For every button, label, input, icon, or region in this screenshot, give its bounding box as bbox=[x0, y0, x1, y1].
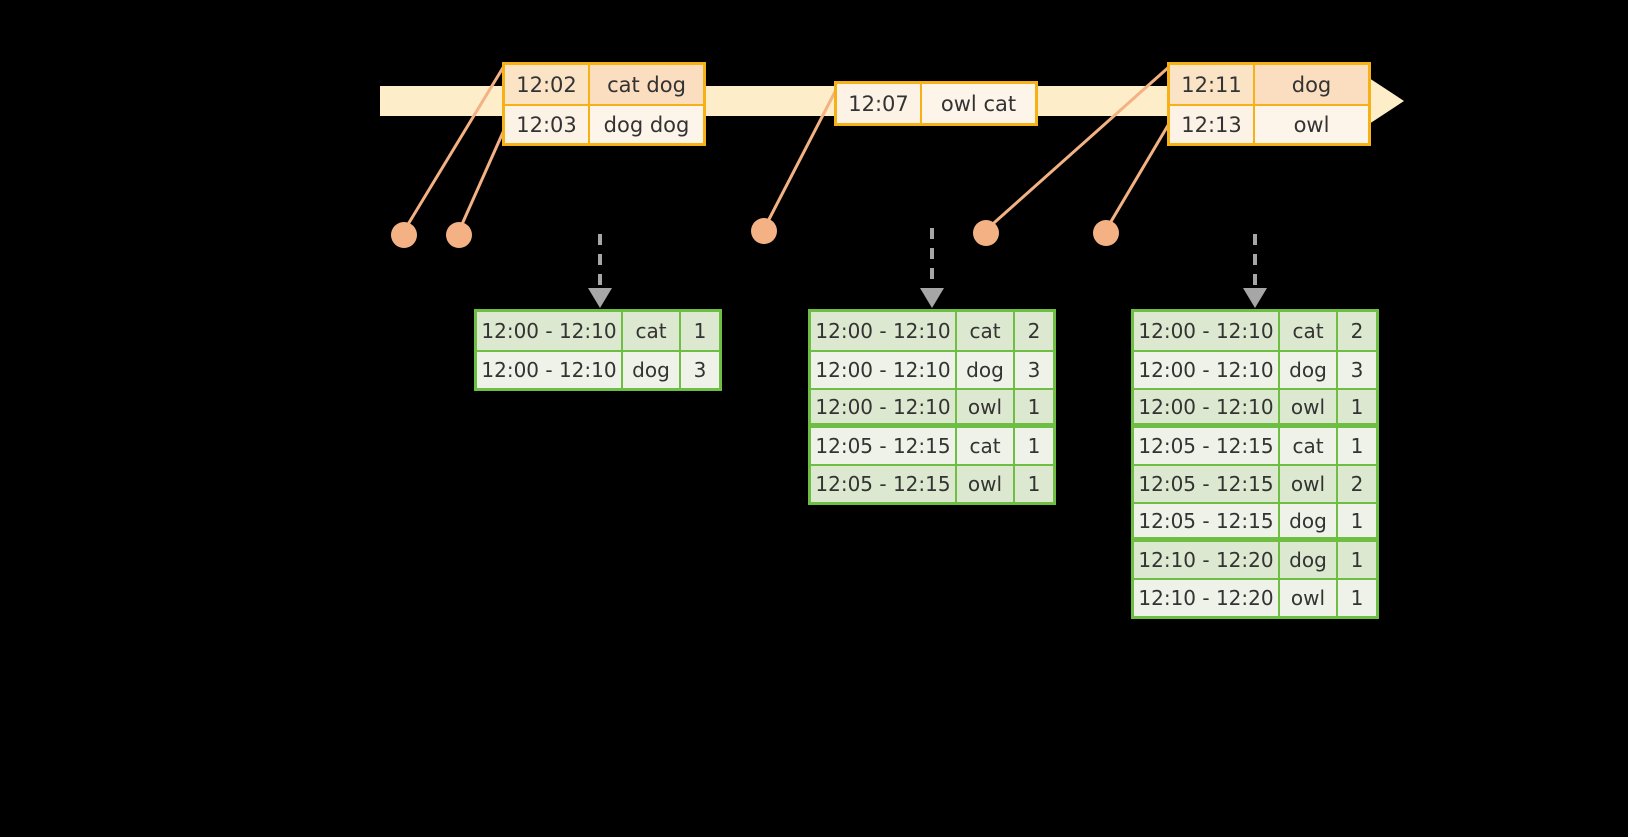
dot-5 bbox=[1093, 220, 1119, 246]
timeline-arrowhead-icon bbox=[1366, 76, 1404, 126]
event-time: 12:02 bbox=[505, 65, 590, 104]
event-time: 12:07 bbox=[837, 84, 922, 123]
cell-window: 12:05 - 12:15 bbox=[811, 466, 957, 502]
dot-1 bbox=[391, 222, 417, 248]
cell-key: owl bbox=[957, 466, 1015, 502]
flow-arrowhead-2 bbox=[920, 288, 944, 308]
cell-count: 3 bbox=[1338, 352, 1376, 388]
cell-window: 12:00 - 12:10 bbox=[1134, 352, 1280, 388]
flow-arrowhead-3 bbox=[1243, 288, 1267, 308]
cell-count: 1 bbox=[1015, 428, 1053, 464]
cell-count: 3 bbox=[681, 352, 719, 388]
cell-key: cat bbox=[623, 312, 681, 350]
cell-key: cat bbox=[957, 312, 1015, 350]
cell-window: 12:05 - 12:15 bbox=[1134, 504, 1280, 537]
cell-key: cat bbox=[1280, 428, 1338, 464]
event-group-1[interactable]: 12:02 cat dog 12:03 dog dog bbox=[502, 62, 706, 146]
dot-4 bbox=[973, 220, 999, 246]
cell-key: dog bbox=[1280, 504, 1338, 537]
cell-key: owl bbox=[957, 390, 1015, 423]
cell-count: 2 bbox=[1338, 466, 1376, 502]
cell-window: 12:00 - 12:10 bbox=[811, 390, 957, 423]
cell-count: 2 bbox=[1015, 312, 1053, 350]
cell-window: 12:00 - 12:10 bbox=[811, 312, 957, 350]
event-text: owl bbox=[1255, 106, 1368, 143]
dot-3 bbox=[751, 218, 777, 244]
cell-key: dog bbox=[1280, 542, 1338, 578]
event-row: 12:02 cat dog bbox=[505, 65, 703, 104]
cell-window: 12:00 - 12:10 bbox=[1134, 312, 1280, 350]
cell-count: 1 bbox=[1338, 542, 1376, 578]
cell-key: dog bbox=[623, 352, 681, 388]
cell-key: cat bbox=[1280, 312, 1338, 350]
cell-window: 12:00 - 12:10 bbox=[1134, 390, 1280, 423]
cell-window: 12:00 - 12:10 bbox=[477, 352, 623, 388]
cell-window: 12:10 - 12:20 bbox=[1134, 542, 1280, 578]
cell-count: 1 bbox=[1015, 466, 1053, 502]
cell-window: 12:00 - 12:10 bbox=[811, 352, 957, 388]
cell-count: 1 bbox=[681, 312, 719, 350]
cell-key: dog bbox=[1280, 352, 1338, 388]
event-time: 12:13 bbox=[1170, 106, 1255, 143]
cell-count: 1 bbox=[1338, 390, 1376, 423]
event-text: cat dog bbox=[590, 65, 703, 104]
cell-window: 12:10 - 12:20 bbox=[1134, 580, 1280, 616]
flow-arrowhead-1 bbox=[588, 288, 612, 308]
event-group-2[interactable]: 12:07 owl cat bbox=[834, 81, 1038, 126]
cell-key: cat bbox=[957, 428, 1015, 464]
cell-window: 12:05 - 12:15 bbox=[1134, 428, 1280, 464]
event-row: 12:13 owl bbox=[1170, 104, 1368, 143]
event-row: 12:03 dog dog bbox=[505, 104, 703, 143]
event-group-3[interactable]: 12:11 dog 12:13 owl bbox=[1167, 62, 1371, 146]
cell-count: 1 bbox=[1338, 504, 1376, 537]
cell-window: 12:00 - 12:10 bbox=[477, 312, 623, 350]
cell-key: dog bbox=[957, 352, 1015, 388]
cell-count: 1 bbox=[1015, 390, 1053, 423]
connector-line-5 bbox=[1104, 121, 1172, 231]
cell-key: owl bbox=[1280, 580, 1338, 616]
event-time: 12:11 bbox=[1170, 65, 1255, 104]
cell-count: 2 bbox=[1338, 312, 1376, 350]
event-time: 12:03 bbox=[505, 106, 590, 143]
event-row: 12:11 dog bbox=[1170, 65, 1368, 104]
event-text: owl cat bbox=[922, 84, 1035, 123]
cell-count: 1 bbox=[1338, 428, 1376, 464]
cell-count: 1 bbox=[1338, 580, 1376, 616]
dot-2 bbox=[446, 222, 472, 248]
connector-line-2 bbox=[457, 129, 506, 232]
cell-key: owl bbox=[1280, 466, 1338, 502]
cell-count: 3 bbox=[1015, 352, 1053, 388]
event-row: 12:07 owl cat bbox=[837, 84, 1035, 123]
cell-window: 12:05 - 12:15 bbox=[811, 428, 957, 464]
cell-key: owl bbox=[1280, 390, 1338, 423]
cell-window: 12:05 - 12:15 bbox=[1134, 466, 1280, 502]
event-text: dog bbox=[1255, 65, 1368, 104]
event-text: dog dog bbox=[590, 106, 703, 143]
flow-arrow-heads bbox=[588, 288, 1267, 308]
flow-arrows bbox=[598, 228, 1257, 288]
